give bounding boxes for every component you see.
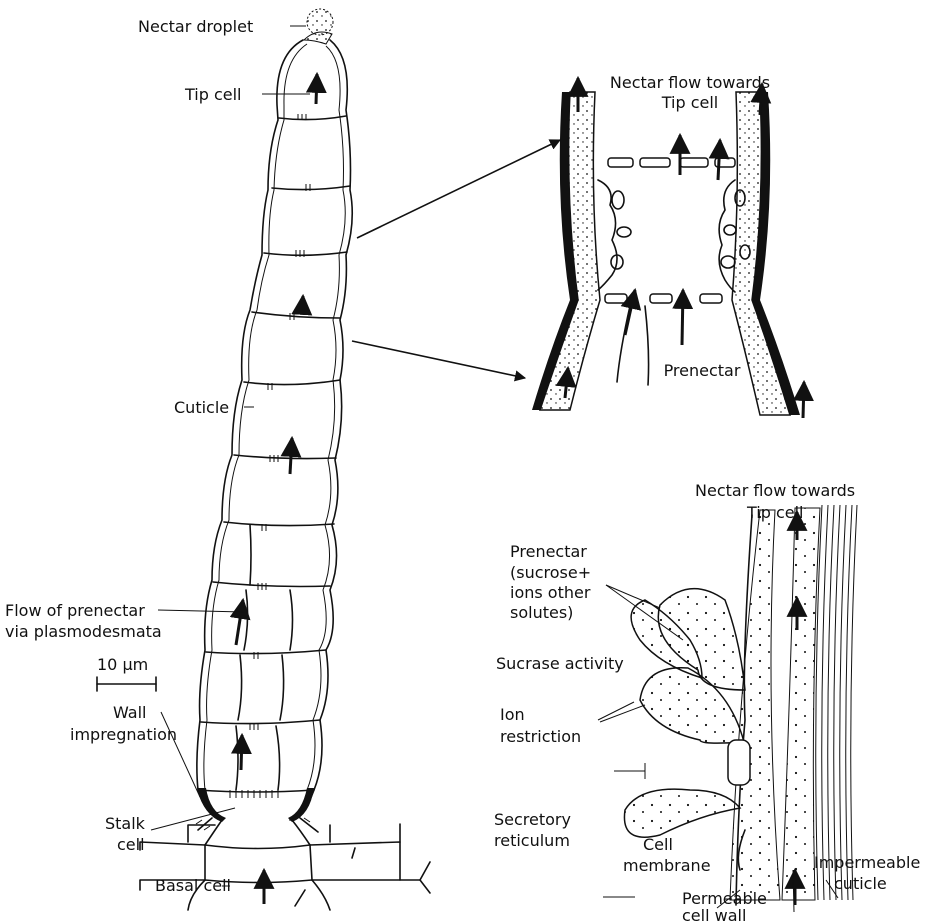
arrow-cell5 (236, 600, 243, 645)
inset2-label-membrane-1: Cell (643, 835, 673, 854)
label-nectar-droplet: Nectar droplet (138, 17, 253, 36)
label-scale: 10 µm (97, 655, 148, 674)
inset2-label-secretory-2: reticulum (494, 831, 570, 850)
inset2-label-flow-line2: Tip cell (746, 503, 804, 522)
label-stalk-line2: cell (117, 835, 145, 854)
flow-arrows-main (236, 74, 317, 904)
nectar-droplet-shape (307, 9, 333, 35)
label-basal-cell: Basal cell (155, 876, 231, 895)
vesicle-4 (624, 789, 740, 837)
inset2-label-prenectar-2: (sucrose+ (510, 563, 591, 582)
inset2-label-permeable-2: cell wall (682, 906, 746, 923)
arrow-tipcell (316, 74, 317, 104)
hair-inner-right (307, 46, 345, 790)
scale-bar (97, 677, 156, 691)
label-flow-line1: Flow of prenectar (5, 601, 145, 620)
label-stalk-line1: Stalk (105, 814, 146, 833)
inset2-vesicles (624, 589, 750, 870)
inset1-label-prenectar: Prenectar (664, 361, 741, 380)
inset2-label-flow-line1: Nectar flow towards (695, 481, 855, 500)
inset2-label-membrane-2: membrane (623, 856, 711, 875)
main-labels: Nectar droplet Tip cell Cuticle Flow of … (5, 17, 253, 895)
inset2-label-secretory-1: Secretory (494, 810, 571, 829)
inset2-label-prenectar-4: solutes) (510, 603, 573, 622)
arrow-cell4 (290, 438, 292, 474)
inset1-reticulum (598, 180, 750, 292)
inset-pointers (352, 140, 560, 378)
label-tip-cell: Tip cell (184, 85, 242, 104)
inset2-label-ion-1: Ion (500, 705, 525, 724)
wall-impregnation-right (288, 788, 314, 822)
inset2-label-impermeable-1: Impermeable (814, 853, 920, 872)
inset2-wall-outer (782, 508, 820, 900)
inset2-label-impermeable-2: cuticle (834, 874, 887, 893)
inset2-label-ion-2: restriction (500, 727, 581, 746)
label-wall-line1: Wall (113, 703, 147, 722)
inset1-label-flow-line1: Nectar flow towards (610, 73, 770, 92)
label-flow-line2: via plasmodesmata (5, 622, 162, 641)
hair-structure (140, 9, 430, 910)
vesicle-stalk (728, 740, 750, 785)
arrow-cell6 (241, 735, 242, 770)
inset2-cuticle-lines (816, 505, 857, 900)
tip-cap (304, 32, 332, 44)
hair-inner-left (204, 44, 307, 790)
inset2-label-prenectar-3: ions other (510, 583, 591, 602)
label-cuticle: Cuticle (174, 398, 229, 417)
hair-outline-left (197, 40, 303, 820)
inset2-label-prenectar-1: Prenectar (510, 542, 587, 561)
inset-secretory-detail (598, 505, 857, 912)
inset1-label-flow-line2: Tip cell (661, 93, 719, 112)
inset1-septum (605, 158, 735, 385)
arrow-cell3 (302, 296, 303, 312)
main-leaders (151, 26, 310, 886)
inset2-label-sucrase: Sucrase activity (496, 654, 624, 673)
basal-region (140, 818, 430, 910)
label-wall-line2: impregnation (70, 725, 177, 744)
